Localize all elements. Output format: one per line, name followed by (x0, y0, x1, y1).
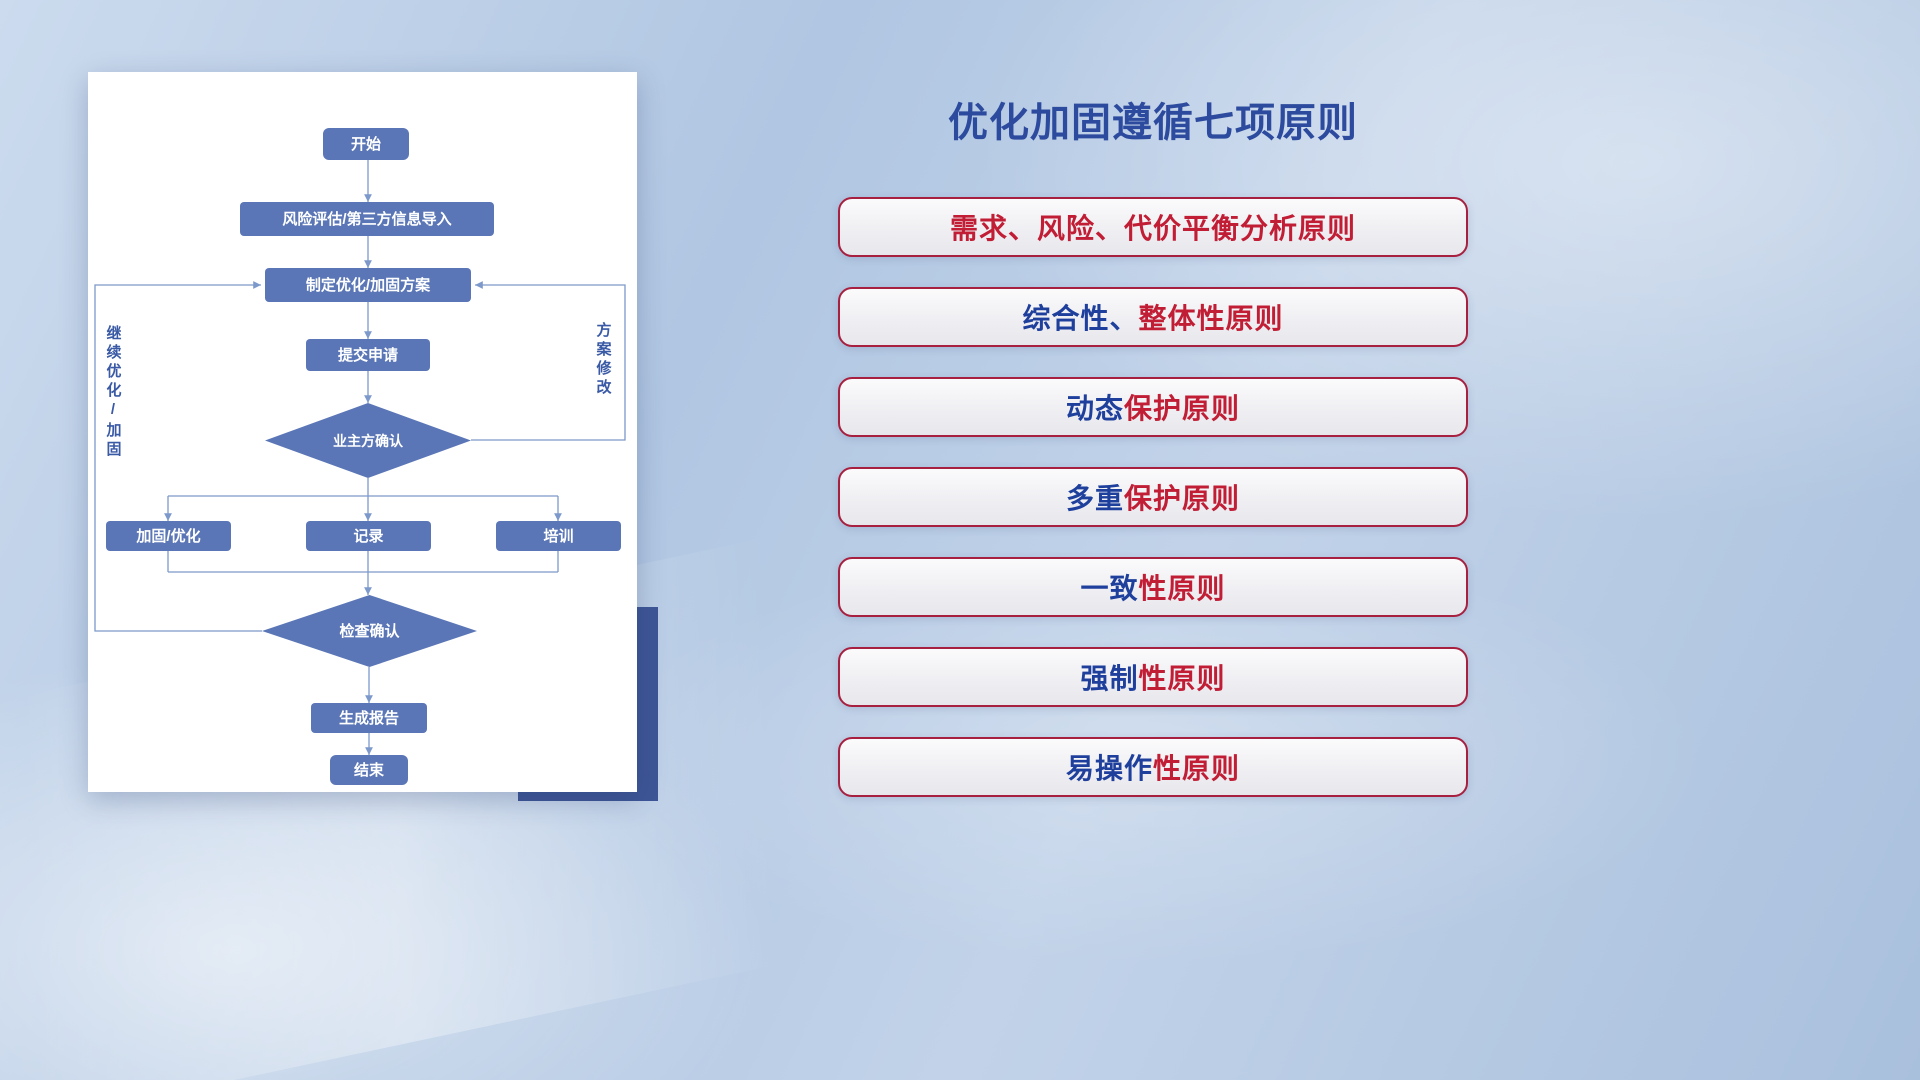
principle-2-text-red: 整体性原则 (1138, 303, 1284, 334)
flow-connectors (94, 160, 626, 755)
principle-4-text-red: 保护原则 (1124, 483, 1241, 514)
principle-7-text-red: 性原则 (1153, 753, 1241, 784)
principle-6-text-red: 性原则 (1138, 663, 1226, 694)
flow-node-training: 培训 (496, 521, 621, 551)
principle-3-text-red: 保护原则 (1124, 393, 1241, 424)
principles-list: 需求、风险、代价平衡分析原则 综合性、整体性原则 动态保护原则 多重保护原则 一… (838, 197, 1468, 797)
principle-6-text-blue: 强制 (1080, 663, 1139, 694)
flow-node-make-plan: 制定优化/加固方案 (265, 268, 471, 302)
flow-node-end: 结束 (330, 755, 408, 785)
principle-card-4: 多重保护原则 (838, 467, 1468, 527)
principle-5-text-red: 性原则 (1138, 573, 1226, 604)
principle-7-text-blue: 易操作 (1065, 753, 1153, 784)
loop-label-plan-revision: 方案修改 (594, 322, 612, 398)
principle-card-7: 易操作性原则 (838, 737, 1468, 797)
flowchart-card: 开始 风险评估/第三方信息导入 制定优化/加固方案 提交申请 业主方确认 加固/… (88, 72, 637, 792)
principle-card-2: 综合性、整体性原则 (838, 287, 1468, 347)
principle-4-text-blue: 多重 (1065, 483, 1124, 514)
loop-label-continue-optimize: 继续优化/加固 (104, 325, 122, 460)
principle-2-text-blue: 综合性、 (1022, 303, 1139, 334)
flow-node-reinforce-optimize: 加固/优化 (106, 521, 231, 551)
flow-node-start: 开始 (323, 128, 409, 160)
principle-card-3: 动态保护原则 (838, 377, 1468, 437)
principle-3-text-blue: 动态 (1065, 393, 1124, 424)
principle-1-text-red: 需求、风险、代价平衡分析原则 (949, 213, 1356, 244)
page-title: 优化加固遵循七项原则 (948, 101, 1358, 145)
flow-node-generate-report: 生成报告 (311, 703, 427, 733)
flow-node-record: 记录 (306, 521, 431, 551)
flow-node-risk-assessment: 风险评估/第三方信息导入 (240, 202, 494, 236)
principle-card-1: 需求、风险、代价平衡分析原则 (838, 197, 1468, 257)
principle-card-6: 强制性原则 (838, 647, 1468, 707)
flow-node-submit-application: 提交申请 (306, 339, 430, 371)
principle-card-5: 一致性原则 (838, 557, 1468, 617)
principle-5-text-blue: 一致 (1080, 573, 1139, 604)
